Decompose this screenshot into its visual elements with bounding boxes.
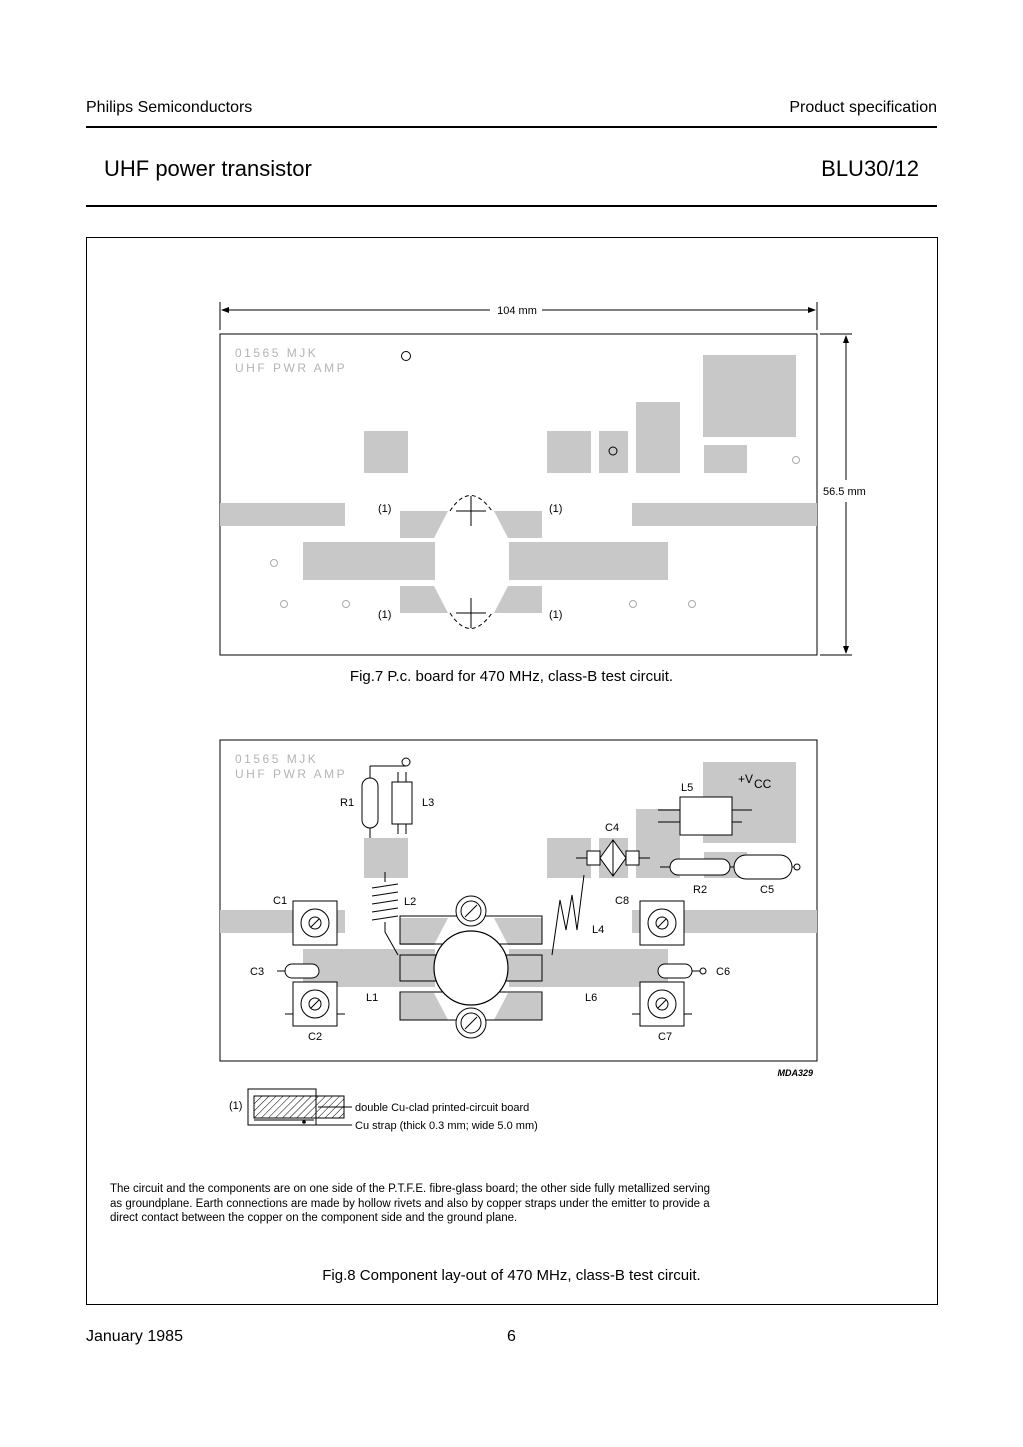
header-rule-bottom: [86, 205, 937, 207]
fig7-mounting-hole: [401, 351, 411, 361]
label-l2: L2: [404, 896, 416, 908]
label-r1: R1: [340, 797, 354, 809]
trimmer-capacitors: [285, 900, 692, 1027]
label-vcc: +V: [738, 772, 753, 786]
fig8-board-label-1: 01565 MJK: [235, 752, 318, 766]
label-c4: C4: [605, 822, 619, 834]
label-c3: C3: [250, 966, 264, 978]
label-l5: L5: [681, 782, 693, 794]
drawing-code: MDA329: [777, 1068, 813, 1078]
coil-l2: [371, 872, 399, 956]
label-l3: L3: [422, 797, 434, 809]
fig7-ref-note: (1): [549, 503, 562, 515]
fig7-mounting-hole: [608, 446, 618, 456]
label-vcc-subscript: CC: [754, 777, 772, 791]
footer-date: January 1985: [86, 1328, 183, 1345]
fig8-note-line: The circuit and the components are on on…: [110, 1183, 711, 1195]
page-number: 6: [507, 1328, 516, 1345]
page-title: UHF power transistor: [104, 156, 312, 181]
fig8-board-label-2: UHF PWR AMP: [235, 767, 347, 781]
label-l6: L6: [585, 992, 597, 1004]
legend-symbol: [247, 1088, 352, 1126]
fig8-note: The circuit and the components are on on…: [110, 1182, 710, 1226]
fig7-width-dimension: 104 mm: [497, 305, 537, 317]
resistor-r2-capacitor-c5: [660, 854, 801, 880]
bias-network: [361, 757, 413, 838]
legend-line-2: Cu strap (thick 0.3 mm; wide 5.0 mm): [355, 1120, 538, 1132]
fig8-component-layout: 01565 MJK UHF PWR AMP: [219, 739, 818, 1132]
label-l4: L4: [592, 924, 604, 936]
disc-capacitors: [277, 963, 707, 979]
label-c7: C7: [658, 1031, 672, 1043]
fig7-rivet-holes: [270, 456, 800, 608]
company-name: Philips Semiconductors: [86, 99, 253, 116]
inductor-l4: [551, 874, 585, 956]
legend-line-1: double Cu-clad printed-circuit board: [355, 1102, 529, 1114]
label-c6: C6: [716, 966, 730, 978]
label-l1: L1: [366, 992, 378, 1004]
label-r2: R2: [693, 884, 707, 896]
fig7-copper-pads: [220, 355, 817, 613]
capacitor-c4: [576, 839, 650, 877]
fig8-caption: Fig.8 Component lay-out of 470 MHz, clas…: [322, 1267, 701, 1284]
fig7-pcb-drawing: 104 mm 56.5 mm 01565 MJK UHF PWR AMP: [219, 302, 866, 656]
label-c5: C5: [760, 884, 774, 896]
choke-l5: [658, 796, 752, 836]
fig7-crosshair-marks: [456, 496, 486, 628]
fig8-note-line: as groundplane. Earth connections are ma…: [110, 1197, 710, 1210]
fig7-ref-note: (1): [378, 609, 391, 621]
fig7-board-label-2: UHF PWR AMP: [235, 361, 347, 375]
fig7-ref-note: (1): [378, 503, 391, 515]
header-rule-top: [86, 126, 937, 128]
fig7-height-dimension: 56.5 mm: [823, 486, 866, 498]
transistor-package: [399, 895, 543, 1039]
document-type: Product specification: [789, 99, 937, 116]
fig7-caption: Fig.7 P.c. board for 470 MHz, class-B te…: [349, 668, 674, 685]
figure-frame: [86, 237, 938, 1305]
fig7-board-label-1: 01565 MJK: [235, 346, 318, 360]
fig8-note-line: direct contact between the copper on the…: [110, 1212, 518, 1224]
label-c1: C1: [273, 895, 287, 907]
fig7-ref-note: (1): [549, 609, 562, 621]
label-c8: C8: [615, 895, 629, 907]
part-number: BLU30/12: [821, 156, 919, 181]
label-c2: C2: [308, 1031, 322, 1043]
legend-ref: (1): [229, 1100, 242, 1112]
